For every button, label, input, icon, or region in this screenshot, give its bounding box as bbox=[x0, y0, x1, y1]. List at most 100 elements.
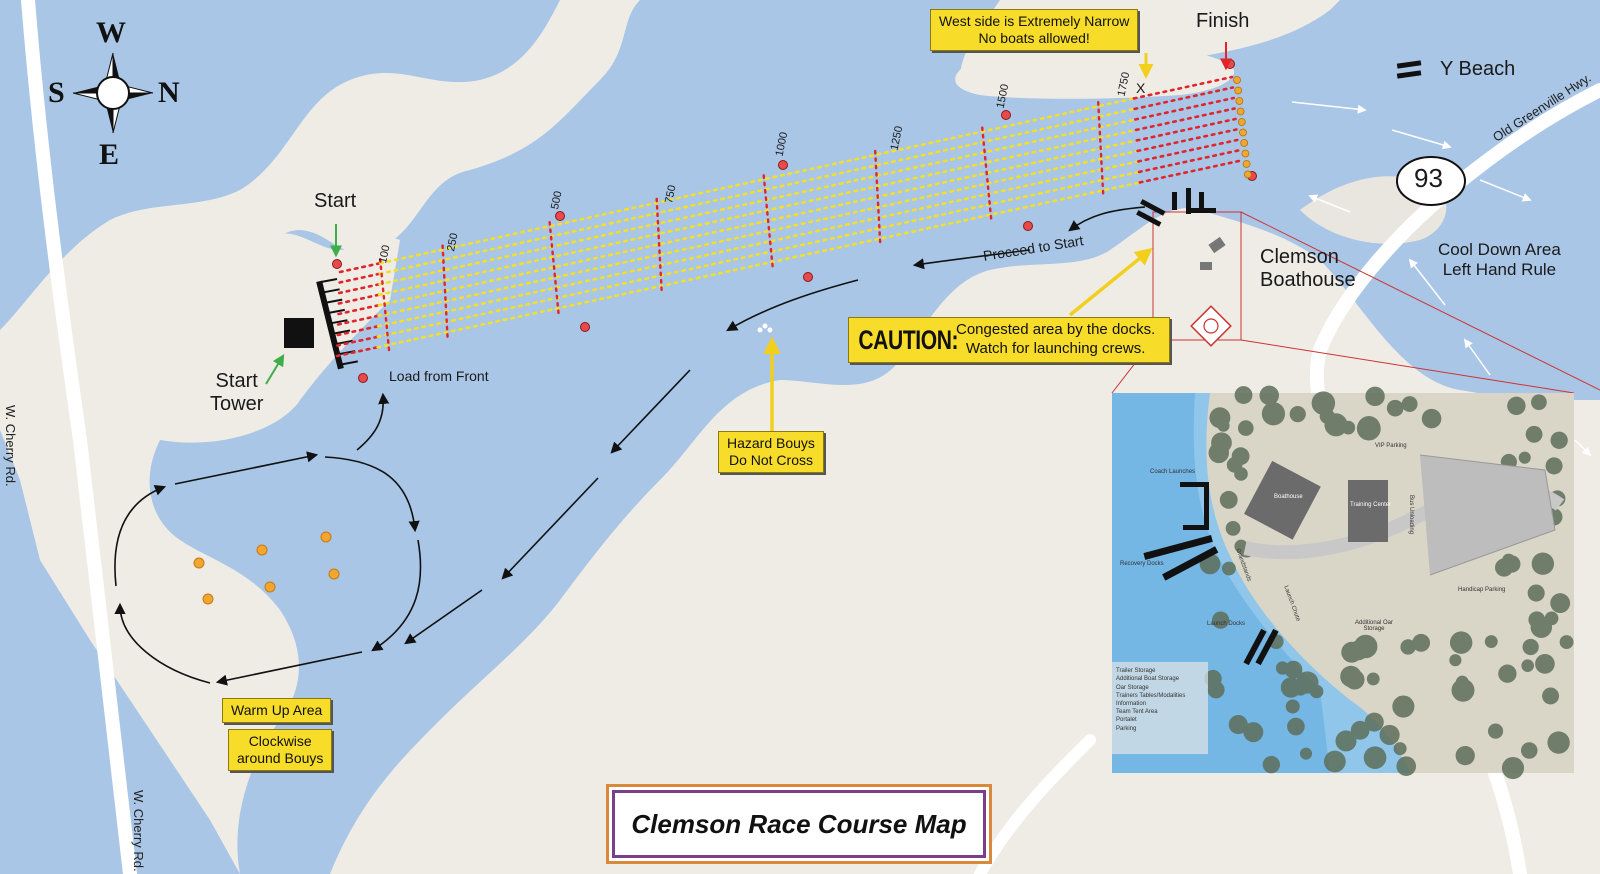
legend-item: Trainers Tables/Modalities bbox=[1116, 692, 1186, 699]
inset-tree bbox=[1225, 520, 1241, 536]
finish-buoy bbox=[1240, 139, 1249, 147]
cool-down-arrows bbox=[1291, 101, 1592, 457]
inset-tree bbox=[1531, 394, 1547, 411]
platform-slip bbox=[326, 298, 343, 304]
inset-tree bbox=[1275, 661, 1290, 675]
inset-tree bbox=[1501, 756, 1525, 780]
inset-vip-parking: VIP Parking bbox=[1375, 443, 1407, 449]
load-from-front-label: Load from Front bbox=[389, 368, 489, 384]
compass-rose-icon bbox=[72, 52, 154, 134]
legend-item: Trailer Storage bbox=[1116, 668, 1156, 675]
inset-tree bbox=[1535, 654, 1555, 674]
start-tower-label: Start Tower bbox=[210, 370, 264, 415]
start-tower-icon bbox=[284, 318, 314, 348]
course-buoy bbox=[358, 373, 368, 383]
platform-slip bbox=[320, 278, 338, 283]
lane-line bbox=[1136, 128, 1238, 153]
caution-word: CAUTION: bbox=[858, 324, 959, 355]
clockwise-callout: Clockwise around Bouys bbox=[228, 729, 333, 771]
inset-tree bbox=[1323, 750, 1346, 773]
lane-line bbox=[338, 261, 382, 274]
inset-tree bbox=[1285, 699, 1300, 714]
inset-tree bbox=[1550, 593, 1571, 614]
course-buoy bbox=[1001, 110, 1011, 120]
inset-tree bbox=[1259, 385, 1279, 406]
inset-tree bbox=[1484, 635, 1498, 649]
inset-recovery-docks: Recovery Docks bbox=[1120, 561, 1164, 567]
inset-tree bbox=[1520, 742, 1538, 759]
inset-tree bbox=[1544, 611, 1559, 626]
inset-tree bbox=[1234, 467, 1248, 481]
legend-item: Portalet bbox=[1116, 717, 1137, 724]
platform-slip bbox=[328, 308, 345, 314]
west-side-callout: West side is Extremely Narrow No boats a… bbox=[930, 9, 1139, 51]
caution-text: Congested area by the docks. Watch for l… bbox=[956, 321, 1156, 357]
inset-tree bbox=[1237, 420, 1254, 436]
inset-oar-storage: Additional Oar Storage bbox=[1354, 620, 1394, 632]
boathouse-roundabout-icon bbox=[1190, 305, 1232, 347]
inset-tree bbox=[1243, 722, 1264, 743]
caution-callout: CAUTION: Congested area by the docks. Wa… bbox=[848, 317, 1170, 363]
inset-tree bbox=[1363, 746, 1387, 769]
legend-item: Team Tent Area bbox=[1116, 709, 1158, 716]
inset-legend: Trailer Storage Additional Boat Storage … bbox=[1112, 662, 1208, 754]
course-buoy bbox=[803, 272, 813, 282]
inset-tree bbox=[1494, 558, 1514, 577]
inset-tree bbox=[1498, 664, 1517, 683]
race-lanes bbox=[335, 75, 1241, 358]
lane-line bbox=[338, 272, 382, 284]
y-beach-dock bbox=[1396, 60, 1422, 79]
course-buoy bbox=[580, 322, 590, 332]
inset-tree bbox=[1357, 415, 1381, 439]
inset-tree bbox=[1366, 672, 1380, 686]
inset-tree bbox=[1379, 724, 1400, 745]
inset-connector bbox=[1111, 211, 1600, 394]
inset-tree bbox=[1392, 695, 1415, 718]
marker-line bbox=[548, 220, 560, 316]
lane-line bbox=[378, 107, 1136, 276]
lane-line bbox=[1137, 149, 1240, 174]
lane-line bbox=[377, 139, 1139, 307]
finish-label: Finish bbox=[1196, 10, 1250, 32]
start-label: Start bbox=[314, 190, 357, 212]
inset-tree bbox=[1299, 747, 1313, 760]
lane-line bbox=[335, 345, 379, 358]
lane-line bbox=[336, 335, 380, 347]
road-label-cherry-lower: W. Cherry Rd. bbox=[131, 790, 146, 872]
lane-line bbox=[337, 282, 381, 295]
warm-up-buoys bbox=[193, 531, 340, 605]
inset-tree bbox=[1396, 756, 1417, 777]
finish-buoy bbox=[1243, 170, 1252, 179]
warm-up-callout: Warm Up Area bbox=[222, 698, 332, 723]
inset-tree bbox=[1219, 490, 1238, 509]
inset-tree bbox=[1393, 742, 1407, 756]
inset-tree bbox=[1207, 681, 1225, 699]
boathouse-docks bbox=[1136, 188, 1226, 270]
inset-tree bbox=[1401, 396, 1418, 412]
inset-tree bbox=[1527, 584, 1545, 602]
finish-buoy bbox=[1235, 97, 1244, 105]
lane-line bbox=[1134, 96, 1236, 121]
marker-line bbox=[441, 244, 449, 339]
distance-markers bbox=[332, 59, 1257, 383]
inset-tree bbox=[1521, 659, 1534, 673]
lane-line bbox=[336, 324, 380, 337]
inset-tree bbox=[1261, 402, 1286, 426]
inset-tree bbox=[1400, 639, 1416, 655]
inset-tree bbox=[1335, 730, 1357, 752]
lane-line bbox=[376, 160, 1140, 328]
inset-tree bbox=[1531, 552, 1555, 575]
course-buoy bbox=[1023, 221, 1033, 231]
inset-tree bbox=[1449, 631, 1473, 654]
inset-launch-docks: Launch Docks bbox=[1207, 621, 1246, 627]
inset-tree bbox=[1421, 408, 1442, 429]
legend-item: Information bbox=[1116, 700, 1147, 707]
route-93-shield bbox=[1396, 156, 1466, 206]
marker-line bbox=[378, 258, 391, 353]
inset-tree bbox=[1353, 634, 1378, 659]
inset-tree bbox=[1455, 745, 1475, 766]
inset-boathouse: Boathouse bbox=[1274, 494, 1303, 500]
callout-arrows bbox=[265, 42, 1232, 440]
finish-buoy bbox=[1242, 160, 1251, 168]
